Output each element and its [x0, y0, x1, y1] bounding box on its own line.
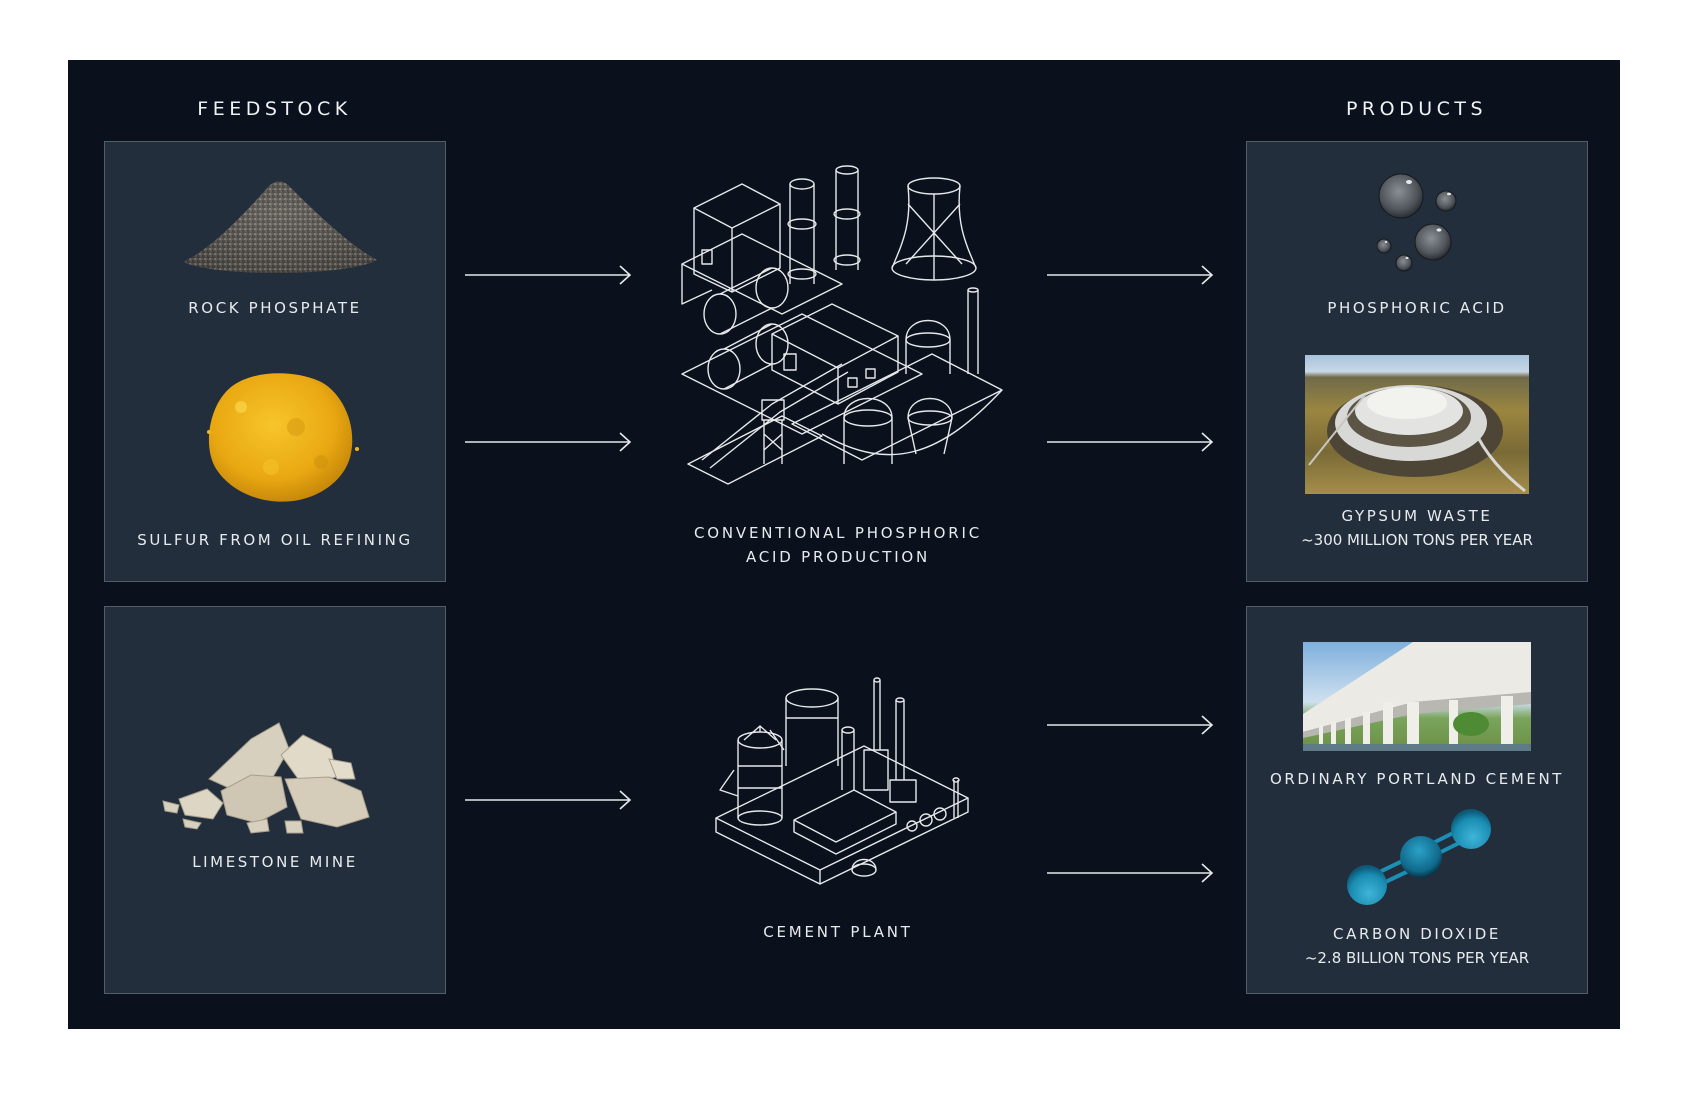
product-subtitle: ~2.8 BILLION TONS PER YEAR	[1304, 949, 1530, 967]
feedstock-label: LIMESTONE MINE	[192, 853, 358, 871]
co2-molecule-icon	[1347, 809, 1491, 905]
feedstock-box-phosphoric: ROCK PHOSPHATE SULFUR FROM OIL REFINING	[104, 141, 446, 582]
arrow-right-icon	[1047, 863, 1214, 883]
product-label: GYPSUM WASTE	[1341, 507, 1493, 525]
arrow-right-icon	[465, 790, 632, 810]
products-box-phosphoric: PHOSPHORIC ACID GYPSUM WASTE ~300 MILLIO…	[1246, 141, 1588, 582]
droplets-icon	[1377, 173, 1457, 272]
cement-plant-icon	[715, 677, 969, 885]
arrow-right-icon	[465, 265, 632, 285]
feedstock-label: ROCK PHOSPHATE	[188, 299, 362, 317]
feedstock-title: FEEDSTOCK	[197, 98, 352, 120]
process-label-cement: CEMENT PLANT	[763, 923, 913, 941]
bridge-photo	[1303, 642, 1531, 751]
product-label: ORDINARY PORTLAND CEMENT	[1269, 770, 1565, 788]
rock-phosphate-icon	[183, 181, 377, 274]
limestone-icon	[162, 722, 370, 834]
gypsum-stack-icon	[1308, 385, 1526, 493]
product-label: PHOSPHORIC ACID	[1327, 299, 1507, 317]
arrow-right-icon	[1047, 715, 1214, 735]
products-title: PRODUCTS	[1345, 98, 1488, 120]
sulfur-icon	[207, 373, 359, 502]
product-subtitle: ~300 MILLION TONS PER YEAR	[1301, 531, 1533, 549]
products-box-cement: ORDINARY PORTLAND CEMENT CARBON DIOXIDE …	[1246, 606, 1588, 994]
phosphoric-plant-icon	[681, 165, 1003, 485]
process-label-phosphoric: CONVENTIONAL PHOSPHORIC ACID PRODUCTION	[694, 524, 982, 566]
arrow-right-icon	[1047, 432, 1214, 452]
feedstock-label: SULFUR FROM OIL REFINING	[137, 531, 413, 549]
feedstock-box-cement: LIMESTONE MINE	[104, 606, 446, 994]
arrow-right-icon	[1047, 265, 1214, 285]
gypsum-photo	[1305, 355, 1529, 494]
product-label: CARBON DIOXIDE	[1333, 925, 1501, 943]
arrow-right-icon	[465, 432, 632, 452]
bridge-icon	[1303, 642, 1531, 751]
